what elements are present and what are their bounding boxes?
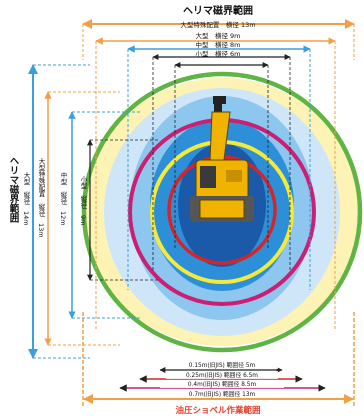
bottom-title: 油圧ショベル作業範囲 — [175, 405, 260, 416]
vertical-dimension-arrows — [28, 64, 160, 359]
vertical-label-large: 大型 縦径 14m — [22, 171, 30, 226]
vertical-label-small: 小型 縦径 9m — [79, 175, 87, 226]
work-range-labels: 0.15m(旧JIS) 範囲径 5m 0.25m(旧JIS) 範囲径 6.5m … — [160, 361, 284, 398]
horizontal-label-large: 大型 横径 9m — [195, 31, 240, 40]
work-range-label-3: 0.4m(旧JIS) 範囲径 8.5m — [188, 380, 257, 388]
horizontal-dimension-arrows — [82, 19, 355, 330]
excavator-illustration — [190, 96, 254, 222]
horizontal-label-special: 大型特殊配置 横径 13m — [180, 20, 255, 29]
vertical-label-medium: 中型 縦径 12m — [59, 171, 67, 226]
work-range-rings — [81, 71, 363, 353]
work-range-label-4: 0.7m(旧JIS) 範囲径 13m — [189, 390, 256, 398]
horizontal-label-medium: 中型 横径 8m — [195, 40, 240, 49]
side-title: ヘリマ磁界範囲 — [8, 156, 20, 223]
work-range-label-1: 0.15m(旧JIS) 範囲径 5m — [189, 361, 256, 369]
top-title: ヘリマ磁界範囲 — [183, 4, 253, 17]
horizontal-label-small: 小型 横径 6m — [195, 49, 240, 58]
ring-green — [81, 71, 363, 353]
vertical-label-special: 大型特殊配置 縦径 13m — [37, 157, 45, 238]
work-range-label-2: 0.25m(旧JIS) 範囲径 6.5m — [186, 371, 258, 379]
